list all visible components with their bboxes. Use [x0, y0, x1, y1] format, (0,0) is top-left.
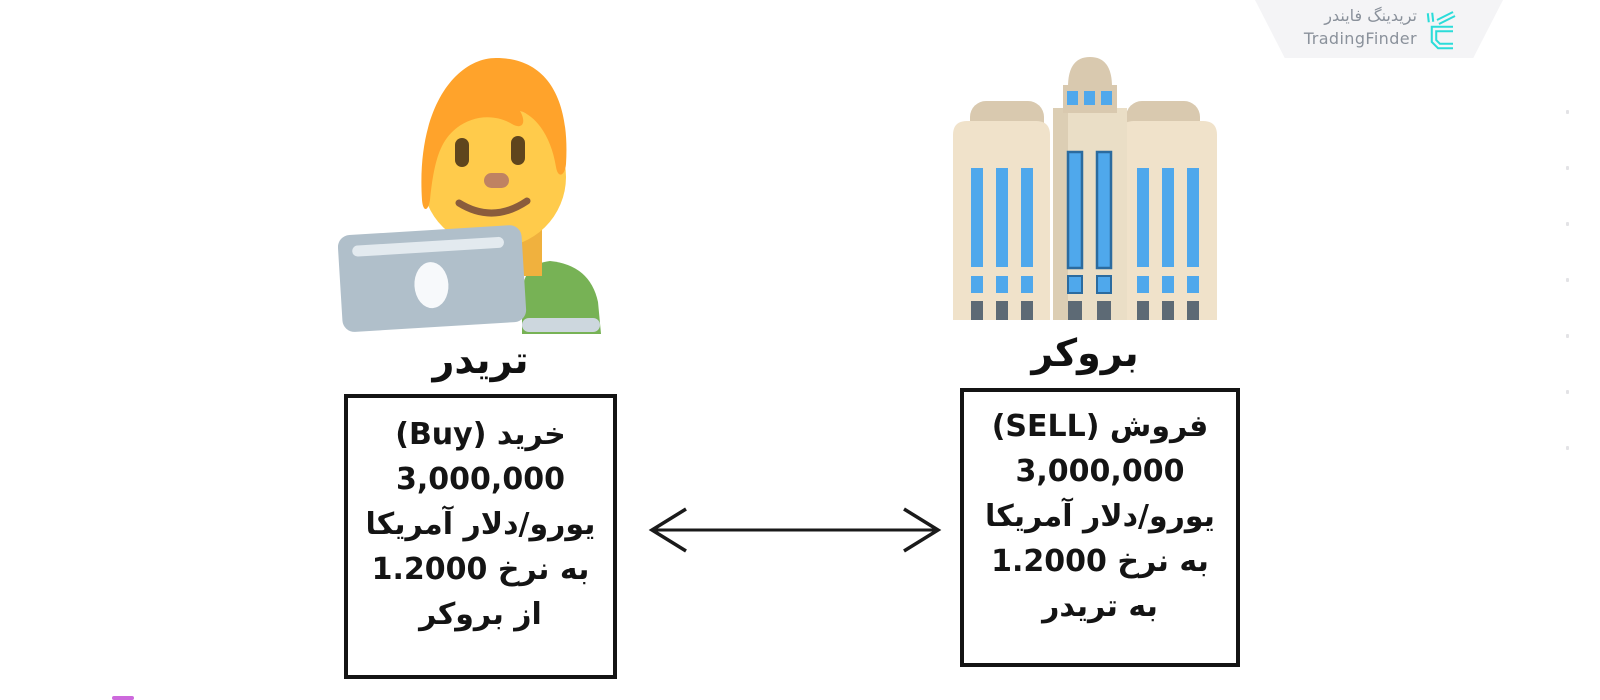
broker-box-line: به تریدر — [1042, 589, 1158, 624]
broker-box-line: 3,000,000 — [1015, 454, 1185, 489]
edge-tick — [1566, 278, 1569, 282]
brand-name-en: TradingFinder — [1303, 29, 1417, 48]
edge-tick — [1566, 390, 1569, 394]
man-technologist-emoji — [338, 58, 601, 334]
trader-transaction-box: خرید (Buy) 3,000,000 یورو/دلار آمریکا به… — [344, 394, 617, 679]
tradingfinder-logo-icon — [1426, 11, 1456, 50]
shirt-shape — [522, 261, 601, 334]
broker-transaction-box: فروش (SELL) 3,000,000 یورو/دلار آمریکا ب… — [960, 388, 1240, 667]
trader-box-line: یورو/دلار آمریکا — [365, 507, 596, 542]
trader-box-line: به نرخ 1.2000 — [371, 552, 590, 587]
brand-banner: تریدینگ فایندر TradingFinder — [1255, 0, 1503, 58]
broker-box-line: فروش (SELL) — [991, 409, 1209, 444]
trader-box-line: خرید (Buy) — [395, 417, 566, 452]
broker-label: بروکر — [1031, 331, 1139, 375]
double-headed-arrow-icon — [648, 507, 942, 553]
edge-tick — [1566, 446, 1569, 450]
broker-box-line: به نرخ 1.2000 — [991, 544, 1209, 579]
trader-box-line: از بروکر — [419, 597, 542, 632]
magenta-artifact — [112, 696, 134, 700]
edge-tick — [1566, 110, 1569, 114]
office-building-emoji — [953, 57, 1217, 320]
trader-label: تریدر — [432, 338, 529, 382]
edge-tick — [1566, 166, 1569, 170]
edge-tick — [1566, 334, 1569, 338]
trader-box-line: 3,000,000 — [396, 462, 565, 497]
brand-name-fa: تریدینگ فایندر — [1324, 6, 1417, 25]
edge-tick — [1566, 222, 1569, 226]
broker-box-line: یورو/دلار آمریکا — [985, 499, 1215, 534]
